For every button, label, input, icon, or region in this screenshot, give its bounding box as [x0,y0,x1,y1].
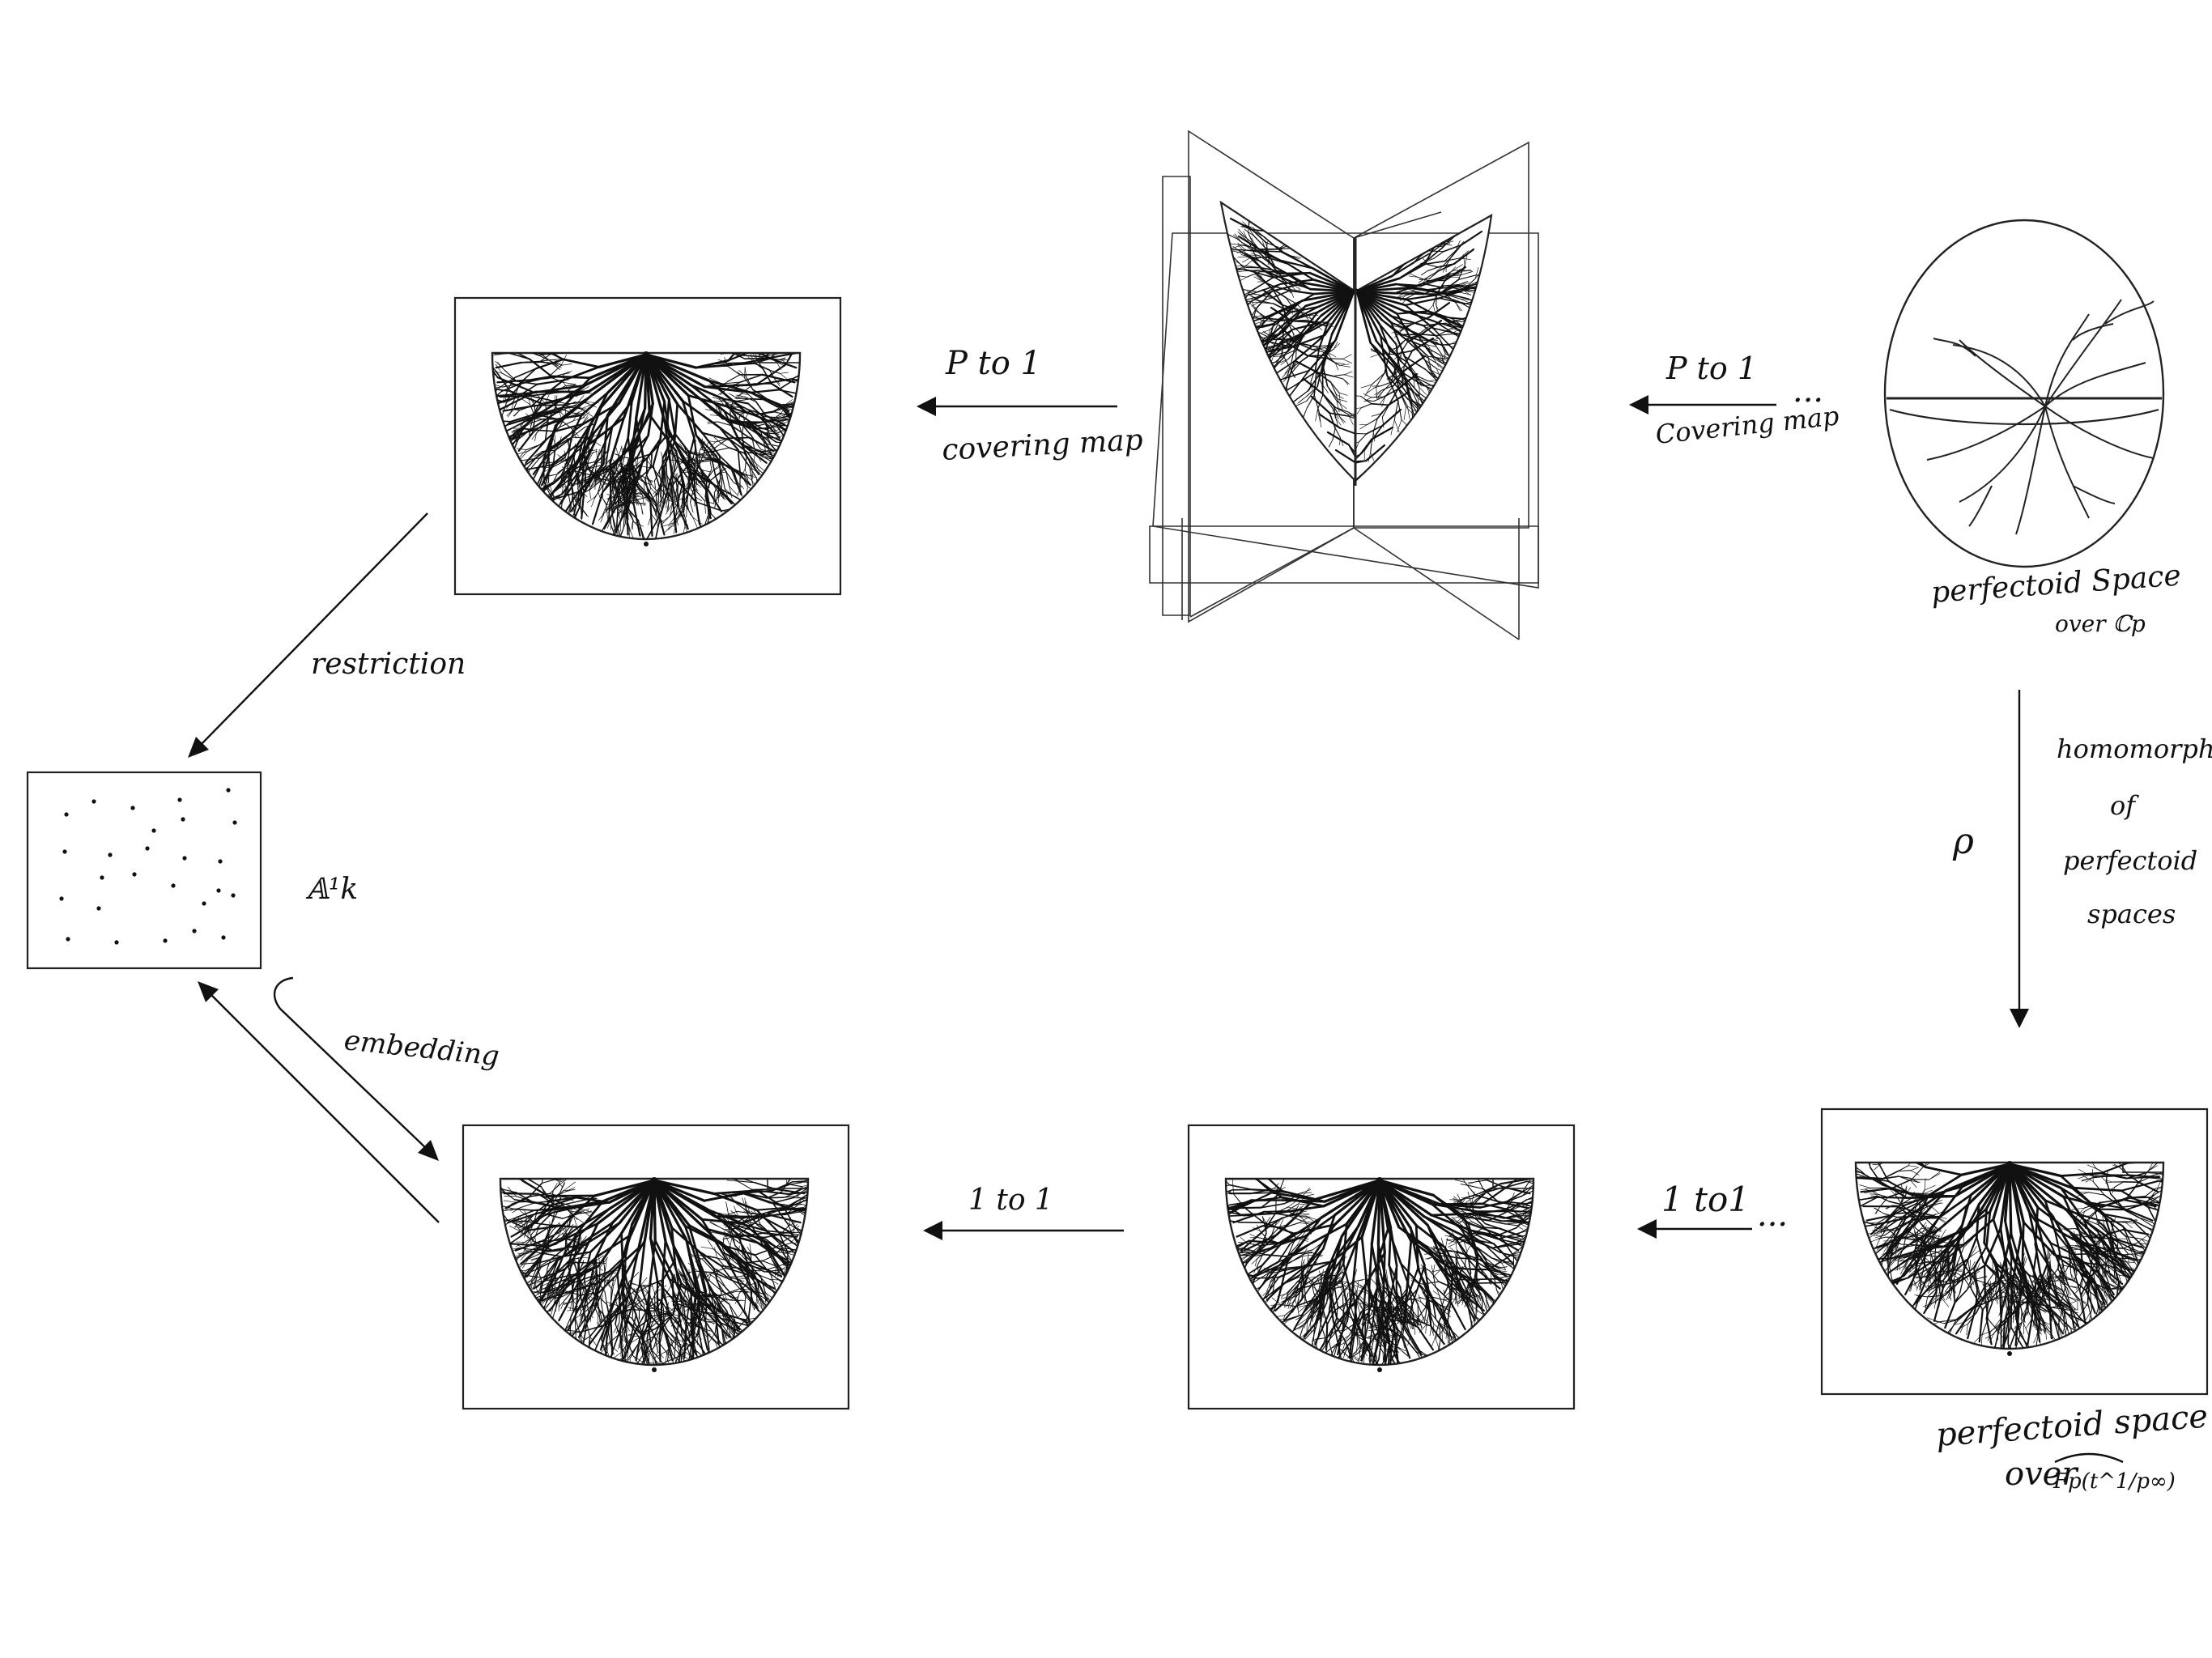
arrow-rho [2010,690,2029,1028]
dots-top: ··· [1793,382,1823,419]
bottom-left-space-panel [462,1124,850,1410]
label-p-to-1-left: P to 1 [945,345,1041,382]
label-rho: ρ [1952,821,1974,862]
bottom-right-space-panel [1820,1107,2209,1396]
label-perfectoid-fp-line1: perfectoid space [1934,1398,2209,1454]
arrow-p-to-1-right [1629,395,1776,414]
arrow-embedding [273,976,439,1161]
label-homomorphism-line2: of [2110,790,2139,821]
covering-leaves-figure [1149,130,1539,640]
half-disc-figure [1224,1177,1535,1372]
label-homomorphism-line1: homomorphism [2057,733,2212,764]
label-restriction: restriction [311,648,466,681]
label-p-to-1-right: P to 1 [1665,351,1757,386]
arrow-1-to-1-right [1637,1219,1752,1239]
affine-line-box [26,771,262,970]
label-perfectoid-cp-line2: over ℂp [2055,610,2146,637]
half-disc-figure [1854,1161,2165,1356]
label-affine-line: 𝔸¹k [305,873,358,906]
label-homomorphism-line3: perfectoid [2063,845,2197,876]
label-embedding: embedding [342,1024,500,1073]
bottom-middle-space-panel [1187,1124,1576,1410]
label-perfectoid-fp-field: Fp(t^1/p∞) [2052,1469,2176,1494]
label-homomorphism-line4: spaces [2087,899,2176,929]
perfectoid-space-cp-figure [1883,219,2165,568]
top-left-space-panel [453,296,842,596]
label-1-to-1-right: 1 to1 [1661,1180,1750,1219]
arrow-embedding-back [198,981,440,1223]
label-1-to-1-left: 1 to 1 [968,1184,1053,1217]
perfectoid-fp-field: Fp(t^1/p∞) [2052,1452,2176,1494]
label-perfectoid-fp-line2: over [2005,1456,2079,1493]
arrow-restriction [188,512,428,758]
label-covering-map-left: covering map [941,423,1143,467]
arrow-1-to-1-left [923,1221,1124,1240]
arrow-p-to-1-left [917,397,1117,416]
dots-bottom: ··· [1757,1206,1788,1244]
label-perfectoid-cp-line1: perfectoid Space [1930,559,2182,610]
